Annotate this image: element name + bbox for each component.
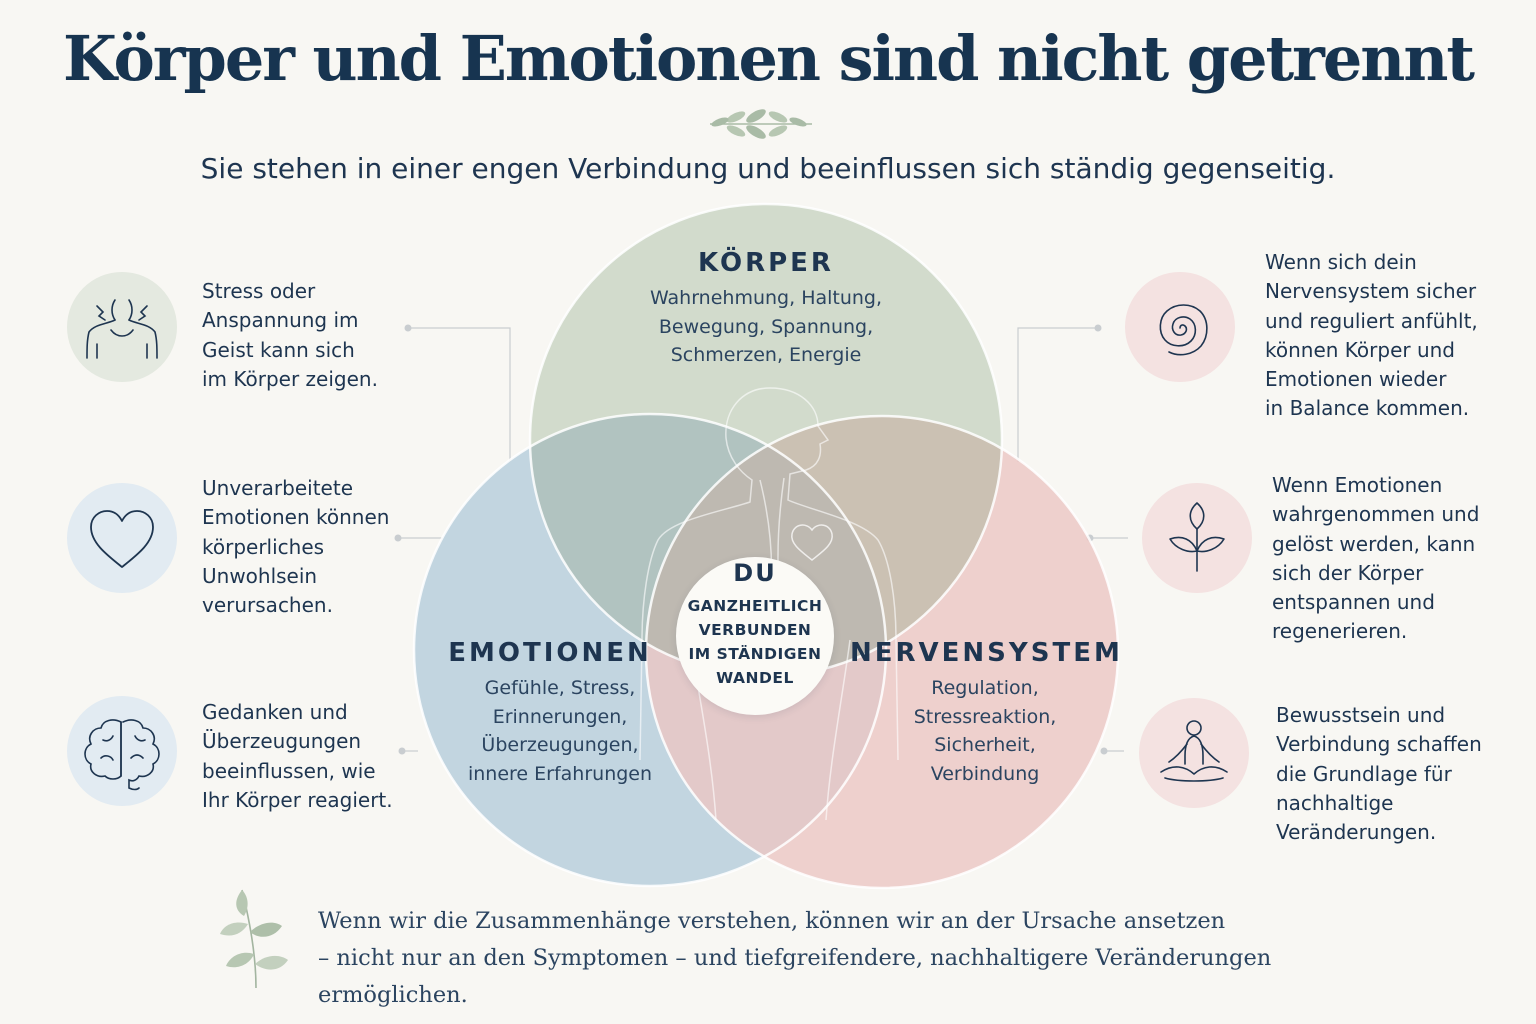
meditation-icon [1139,698,1249,808]
spiral-icon [1125,272,1235,382]
connector-line-left-1 [408,327,511,462]
brain-icon [67,696,177,806]
subtitle: Sie stehen in einer engen Verbindung und… [200,152,1336,185]
right-item-3-text: Bewusstsein und Verbindung schaffen die … [1276,703,1482,845]
emotionen-title: EMOTIONEN [448,638,652,668]
tense-shoulders-icon [67,272,177,382]
leaf-ornament-icon [710,109,812,139]
left-item-2-text: Unverarbeitete Emotionen können körperli… [202,476,390,618]
center-body: GANZHEITLICH VERBUNDEN IM STÄNDIGEN WAND… [687,597,823,687]
koerper-body: Wahrnehmung, Haltung, Bewegung, Spannung… [649,287,883,367]
page-title: Körper und Emotionen sind nicht getrennt [62,22,1475,95]
nervensystem-body: Regulation, Stressreaktion, Sicherheit, … [913,677,1057,785]
leaf-branch-icon [220,889,288,989]
connector-line-right-1 [1017,327,1098,462]
left-item-1-text: Stress oder Anspannung im Geist kann sic… [202,279,378,391]
connector-dot [398,747,406,755]
connector-dot [404,324,412,332]
center-title: DU [733,559,777,587]
footer-text: Wenn wir die Zusammenhänge verstehen, kö… [318,908,1272,1008]
connector-dot [394,534,402,542]
sprout-icon [1142,483,1252,593]
right-item-1-text: Wenn sich dein Nervensystem sicher und r… [1265,250,1478,421]
koerper-title: KÖRPER [698,248,834,278]
right-item-2-text: Wenn Emotionen wahrgenommen und gelöst w… [1272,473,1480,644]
left-item-3-text: Gedanken und Überzeugungen beeinflussen,… [202,700,393,812]
connector-dot [1100,747,1108,755]
heart-icon [67,483,177,593]
connector-dot [1094,324,1102,332]
nervensystem-title: NERVENSYSTEM [850,638,1123,668]
center-circle: DU GANZHEITLICH VERBUNDEN IM STÄNDIGEN W… [676,557,834,715]
emotionen-body: Gefühle, Stress, Erinnerungen, Überzeugu… [467,677,653,785]
